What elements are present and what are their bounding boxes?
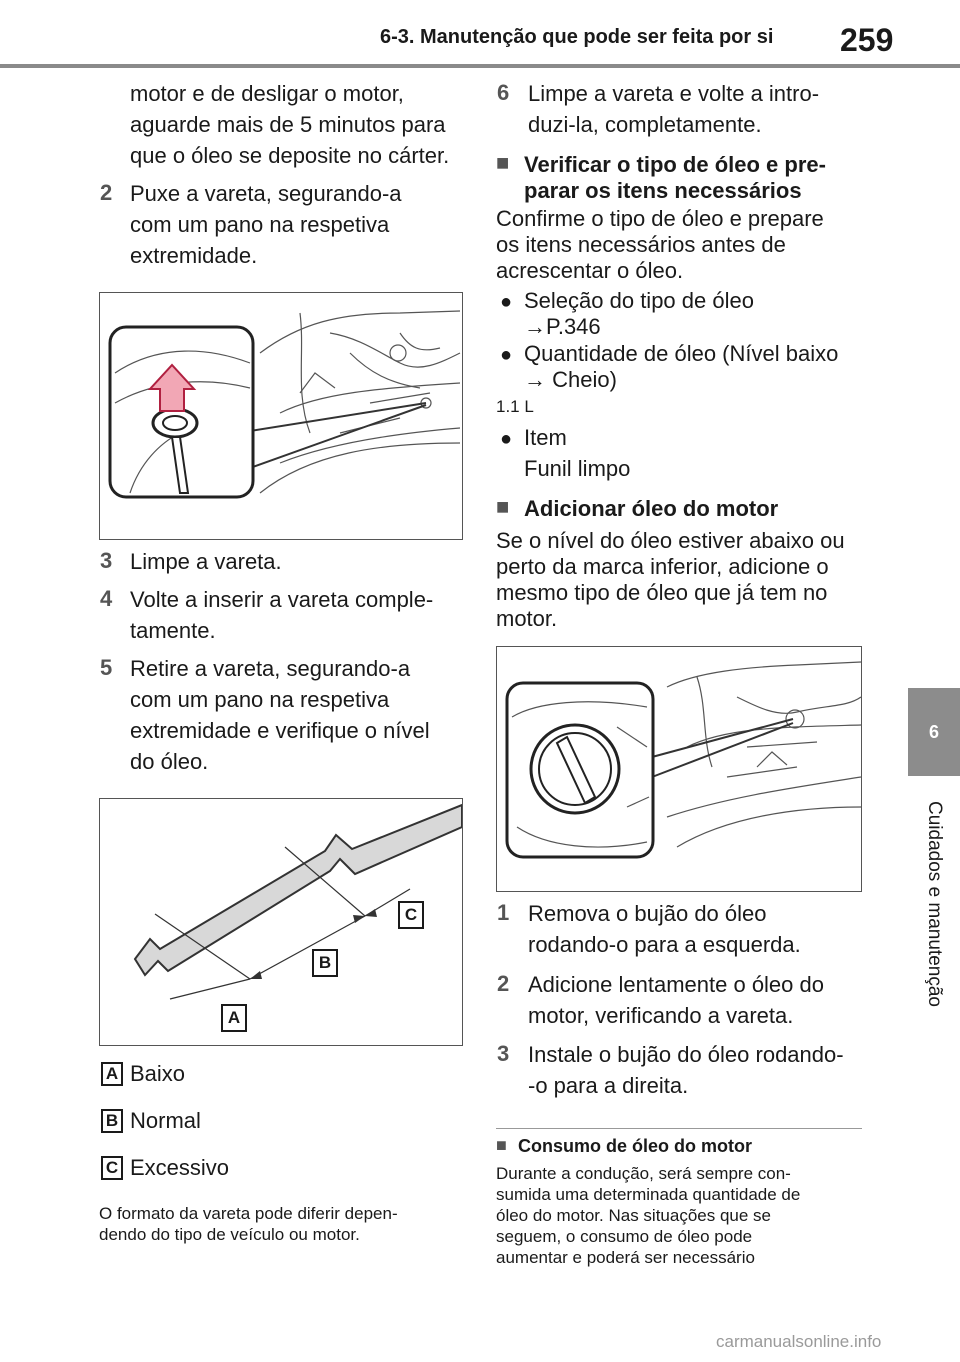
legend-text-b: Normal	[130, 1108, 201, 1133]
step-6-number: 6	[497, 80, 510, 105]
dipstick-levels-illustration	[133, 803, 462, 1000]
chapter-label: Cuidados e manutenção	[924, 801, 945, 1007]
step-4-line-2: tamente.	[130, 618, 216, 643]
intro-line-2: aguarde mais de 5 minutos para	[130, 112, 446, 137]
step-1-line-2: rodando-o para a esquerda.	[528, 932, 801, 957]
note-line-2: dendo do tipo de veículo ou motor.	[99, 1225, 360, 1244]
step-4-number: 4	[100, 586, 113, 611]
figure-label-b: B	[312, 949, 338, 977]
step-2-right-line-2: motor, verificando a vareta.	[528, 1003, 794, 1028]
bullet-dot-icon: ●	[500, 291, 513, 313]
dipstick-blade	[133, 803, 462, 977]
step-4-line-1: Volte a inserir a vareta comple-	[130, 587, 434, 612]
figure-oil-filler-cap	[496, 646, 862, 892]
step-3-right-line-2: -o para a direita.	[528, 1073, 689, 1098]
step-2-line-1: Puxe a vareta, segurando-a	[130, 181, 402, 206]
pull-arrow	[147, 363, 197, 412]
bullet-oil-type-line-1: Seleção do tipo de óleo	[524, 288, 754, 313]
page-number: 259	[840, 22, 894, 58]
dipstick-pull-illustration	[108, 310, 461, 499]
step-3-number: 3	[100, 548, 113, 573]
step-5-line-3: extremidade e verifique o nível	[130, 718, 430, 743]
note-body-line-1: Durante a condução, será sempre con-	[496, 1164, 791, 1183]
step-5-line-1: Retire a vareta, segurando-a	[130, 656, 411, 681]
section-square-marker: ■	[496, 150, 510, 175]
step-3-line-1: Limpe a vareta.	[130, 549, 282, 574]
step-6-line-2: duzi-la, completamente.	[528, 112, 762, 137]
section-heading-verify-line-2: parar os itens necessários	[524, 178, 802, 203]
step-2-line-3: extremidade.	[130, 243, 258, 268]
note-body-line-4: seguem, o consumo de óleo pode	[496, 1227, 753, 1246]
legend-text-a: Baixo	[130, 1061, 186, 1086]
watermark: carmanualsonline.info	[716, 1332, 882, 1351]
note-body-line-3: óleo do motor. Nas situações que se	[496, 1206, 771, 1225]
step-2-right-line-1: Adicione lentamente o óleo do	[528, 972, 824, 997]
figure-dipstick-pull	[99, 292, 463, 540]
step-6-line-1: Limpe a vareta e volte a intro-	[528, 81, 820, 106]
step-3-right-line-1: Instale o bujão do óleo rodando-	[528, 1042, 844, 1067]
figure-label-c: C	[398, 901, 424, 929]
figure-dipstick-levels: A B C	[99, 798, 463, 1046]
step-2-line-2: com um pano na respetiva	[130, 212, 390, 237]
note-divider	[496, 1128, 862, 1129]
legend-key-b: B	[101, 1109, 123, 1133]
bullet-item-line-2: Funil limpo	[524, 456, 631, 481]
note-body-line-5: aumentar e poderá ser necessário	[496, 1248, 755, 1267]
step-5-number: 5	[100, 655, 113, 680]
section1-body-line-1: Confirme o tipo de óleo e prepare	[496, 206, 824, 231]
section2-body-line-2: perto da marca inferior, adicione o	[496, 554, 829, 579]
bullet-dot-icon: ●	[500, 428, 513, 450]
step-3-right-number: 3	[497, 1041, 510, 1066]
note-heading: Consumo de óleo do motor	[518, 1136, 752, 1156]
intro-line-3: que o óleo se deposite no cárter.	[130, 143, 450, 168]
figure-label-a: A	[221, 1004, 247, 1032]
oil-volume: 1.1 L	[496, 397, 534, 416]
step-1-number: 1	[497, 900, 510, 925]
section-square-marker: ■	[496, 494, 510, 519]
bullet-item-line-1: Item	[524, 425, 567, 450]
header-divider	[0, 64, 960, 68]
section2-body-line-3: mesmo tipo de óleo que já tem no	[496, 580, 828, 605]
section2-body-line-4: motor.	[496, 606, 558, 631]
chapter-tab: 6	[908, 688, 960, 776]
bullet-oil-type-line-2: →P.346	[524, 314, 601, 339]
section-heading-verify-line-1: Verificar o tipo de óleo e pre-	[524, 152, 826, 177]
section1-body-line-3: acrescentar o óleo.	[496, 258, 684, 283]
section-heading-add-oil: Adicionar óleo do motor	[524, 496, 779, 521]
header-section-title: 6-3. Manutenção que pode ser feita por s…	[380, 26, 774, 48]
bullet-quantity-line-1: Quantidade de óleo (Nível baixo	[524, 341, 839, 366]
legend-key-a: A	[101, 1062, 123, 1086]
note-body-line-2: sumida uma determinada quantidade de	[496, 1185, 801, 1204]
step-5-line-4: do óleo.	[130, 749, 209, 774]
section1-body-line-2: os itens necessários antes de	[496, 232, 786, 257]
step-1-line-1: Remova o bujão do óleo	[528, 901, 767, 926]
note-square-marker: ■	[496, 1135, 507, 1155]
bullet-quantity-line-2: → Cheio)	[524, 367, 617, 392]
note-line-1: O formato da vareta pode diferir depen-	[99, 1204, 398, 1223]
legend-key-c: C	[101, 1156, 123, 1180]
section2-body-line-1: Se o nível do óleo estiver abaixo ou	[496, 528, 845, 553]
bullet-dot-icon: ●	[500, 344, 513, 366]
step-2-right-number: 2	[497, 971, 510, 996]
intro-line-1: motor e de desligar o motor,	[130, 81, 404, 106]
legend-text-c: Excessivo	[130, 1155, 230, 1180]
step-2-number: 2	[100, 180, 113, 205]
oil-cap-illustration	[505, 661, 861, 859]
step-5-line-2: com um pano na respetiva	[130, 687, 390, 712]
